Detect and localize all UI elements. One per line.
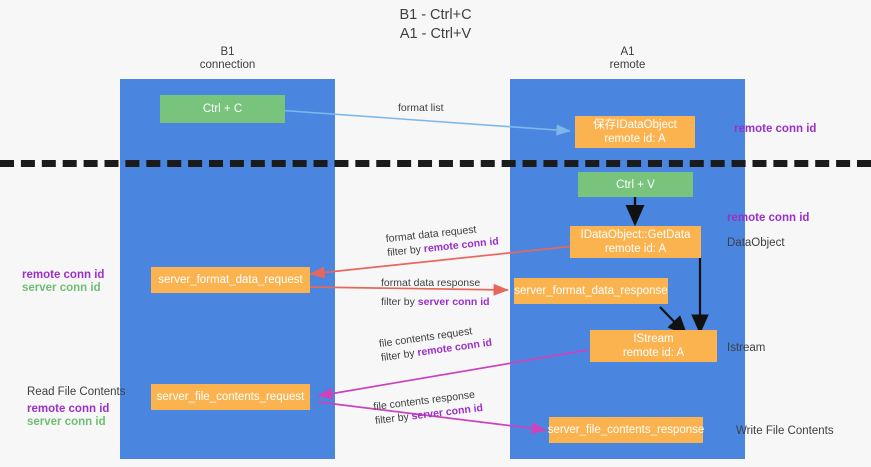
title-line-1: B1 - Ctrl+C	[399, 7, 472, 23]
edge-label-format-data-request: format data request filter by remote con…	[385, 220, 499, 260]
edge-label-file-contents-response: file contents response filter by server …	[373, 387, 484, 428]
edge-label-format-list: format list	[398, 101, 444, 115]
label-write-file-contents: Write File Contents	[736, 425, 834, 437]
node-istream[interactable]: IStream remote id: A	[590, 330, 717, 362]
node-server-format-data-request[interactable]: server_format_data_request	[151, 267, 310, 293]
node-server-file-contents-response-label: server_file_contents_response	[547, 424, 705, 436]
node-istream-line1: IStream	[633, 333, 674, 345]
node-ctrl-v-label: Ctrl + V	[616, 178, 655, 191]
column-header-b1: B1 connection	[120, 46, 335, 72]
edge-label-format-data-response-line2: filter by server conn id	[381, 295, 490, 309]
node-getdata-line2: remote id: A	[604, 243, 667, 255]
label-left-remote-conn-id-mid: remote conn id	[22, 269, 105, 281]
node-save-idataobject-line2: remote id: A	[604, 133, 666, 145]
edge-label-fcres-prefix: filter by	[374, 410, 413, 428]
phase-divider	[0, 160, 871, 167]
node-ctrl-c-label: Ctrl + C	[202, 103, 243, 115]
node-server-format-data-response-label: server_format_data_response	[514, 285, 668, 297]
node-ctrl-c[interactable]: Ctrl + C	[160, 95, 285, 123]
label-left-server-conn-id-bottom: server conn id	[27, 416, 106, 428]
label-dataobject: DataObject	[727, 237, 785, 249]
node-server-file-contents-request-label: server_file_contents_request	[156, 391, 305, 403]
label-left-server-conn-id-mid: server conn id	[22, 282, 101, 294]
column-a1-role: remote	[609, 59, 646, 71]
label-read-file-contents: Read File Contents	[27, 386, 126, 398]
column-header-a1: A1 remote	[510, 46, 745, 72]
edge-label-format-list-text: format list	[398, 102, 444, 114]
column-b1-name: B1	[220, 46, 235, 58]
node-server-format-data-request-label: server_format_data_request	[158, 274, 303, 286]
edge-label-format-data-response-line1: format data response	[381, 277, 481, 289]
edge-label-file-contents-request: file contents request filter by remote c…	[378, 322, 493, 365]
node-save-idataobject[interactable]: 保存IDataObject remote id: A	[575, 116, 695, 148]
edge-label-fcreq-prefix: filter by	[380, 347, 419, 365]
node-server-file-contents-response[interactable]: server_file_contents_response	[547, 417, 705, 443]
node-ctrl-v[interactable]: Ctrl + V	[578, 172, 693, 197]
title-line-2: A1 - Ctrl+V	[399, 26, 472, 42]
node-server-file-contents-request[interactable]: server_file_contents_request	[151, 384, 310, 410]
label-left-remote-conn-id-bottom: remote conn id	[27, 403, 110, 415]
node-server-format-data-response[interactable]: server_format_data_response	[514, 278, 668, 304]
diagram-title: B1 - Ctrl+C A1 - Ctrl+V	[0, 6, 871, 44]
edge-label-fdres-highlight: server conn id	[417, 296, 490, 308]
edge-label-fdres-prefix: filter by	[381, 296, 418, 308]
edge-label-fdreq-prefix: filter by	[386, 243, 425, 260]
edge-label-format-data-response: format data response filter by server co…	[381, 276, 490, 309]
node-getdata-line1: IDataObject::GetData	[580, 229, 691, 241]
label-istream: Istream	[727, 342, 766, 354]
label-remote-conn-id-top: remote conn id	[734, 123, 817, 135]
column-b1-role: connection	[199, 59, 256, 71]
node-save-idataobject-line1: 保存IDataObject	[593, 119, 677, 131]
node-istream-line2: remote id: A	[622, 347, 685, 359]
column-a1-name: A1	[620, 46, 635, 58]
label-remote-conn-id-mid: remote conn id	[727, 212, 810, 224]
node-idataobject-getdata[interactable]: IDataObject::GetData remote id: A	[570, 226, 701, 258]
